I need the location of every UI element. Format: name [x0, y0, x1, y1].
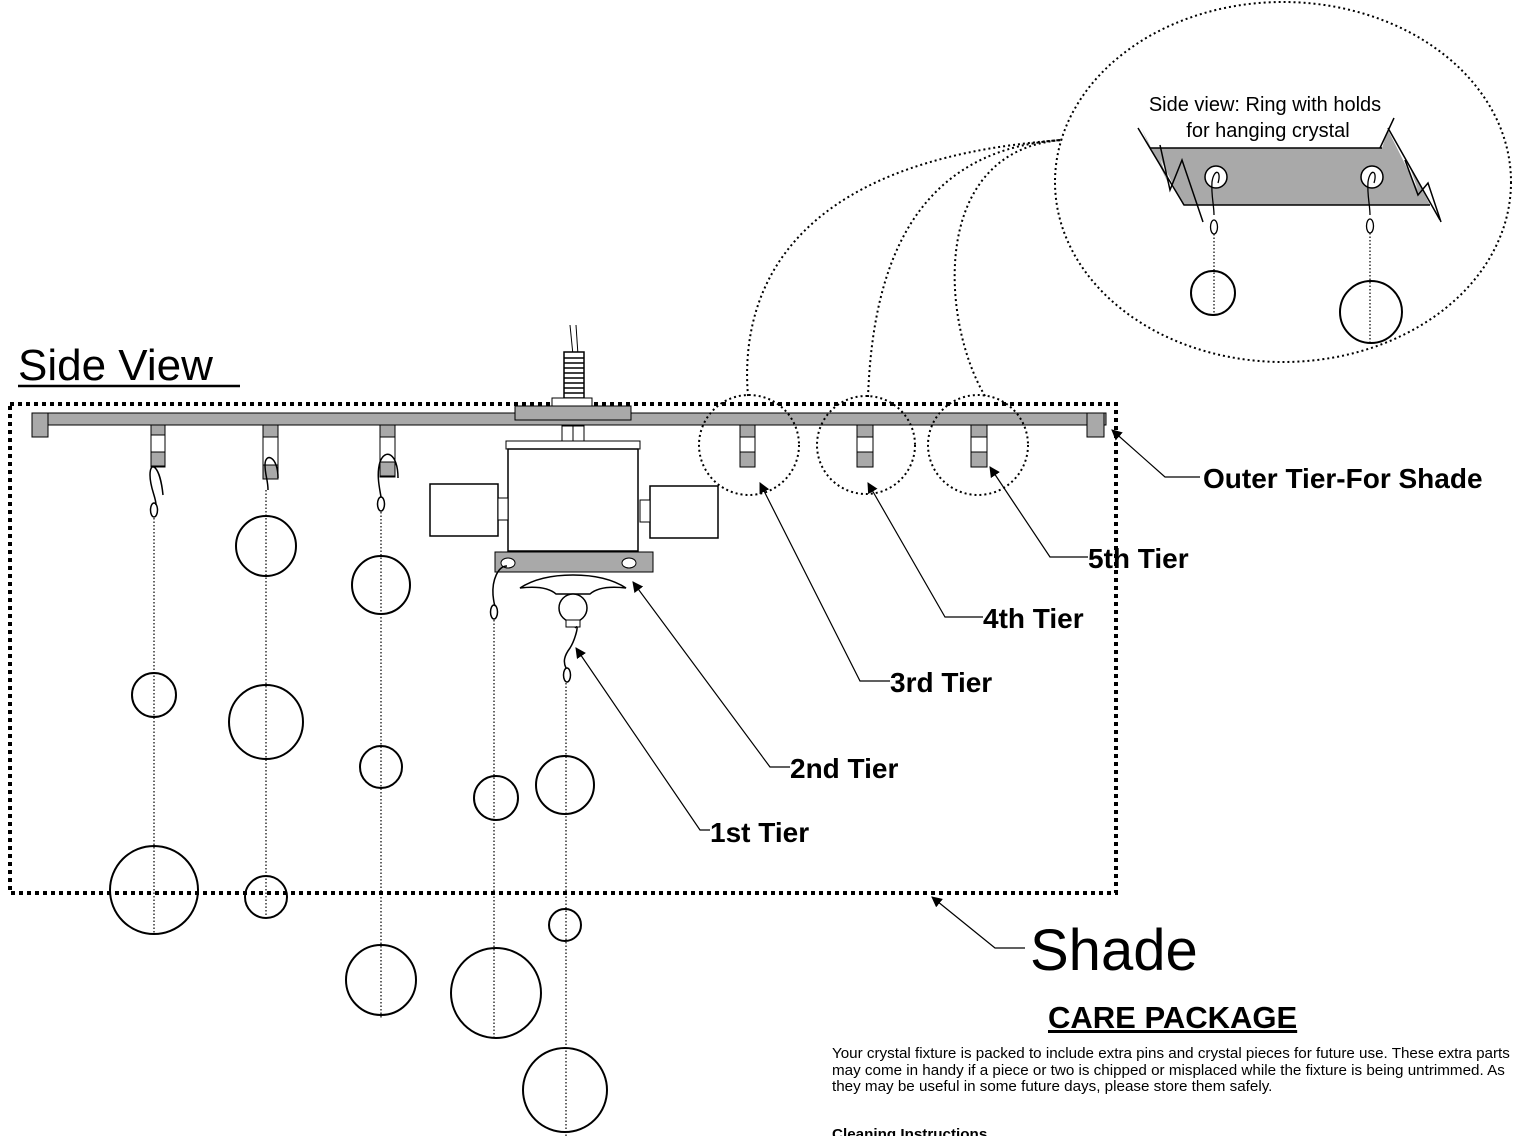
detail-caption-line1: Side view: Ring with holds [1149, 94, 1381, 116]
side-view-title: Side View [18, 341, 213, 390]
tier-4-label: 4th Tier [983, 603, 1084, 634]
detail-caption-line2: for hanging crystal [1186, 120, 1349, 142]
center-body [429, 324, 719, 628]
tier-highlight-circles [698, 394, 1029, 496]
crystal-strand-lines [153, 490, 567, 1136]
outer-tier-right-cap [1086, 412, 1105, 438]
tier-3-label: 3rd Tier [890, 667, 992, 698]
tier-2-label: 2nd Tier [790, 753, 899, 784]
care-package-title: CARE PACKAGE [1048, 1000, 1298, 1035]
detail-ring-section [1137, 117, 1442, 344]
detail-connector-arcs [746, 139, 1063, 398]
care-package-body: Your crystal fixture is packed to includ… [832, 1045, 1510, 1095]
leader-lines [575, 429, 1200, 949]
detail-bubble [1054, 1, 1512, 363]
cleaning-instructions-heading: Cleaning Instructions [832, 1126, 988, 1136]
crystal-balls [109, 515, 608, 1133]
outer-tier-left-cap [31, 412, 49, 438]
tier-1-label: 1st Tier [710, 817, 809, 848]
shade-label: Shade [1030, 918, 1198, 983]
care-package-section: CARE PACKAGE Your crystal fixture is pac… [832, 1000, 1517, 1136]
tier-hangers [149, 424, 988, 683]
tier-5-label: 5th Tier [1088, 543, 1189, 574]
outer-tier-label: Outer Tier-For Shade [1203, 463, 1483, 494]
